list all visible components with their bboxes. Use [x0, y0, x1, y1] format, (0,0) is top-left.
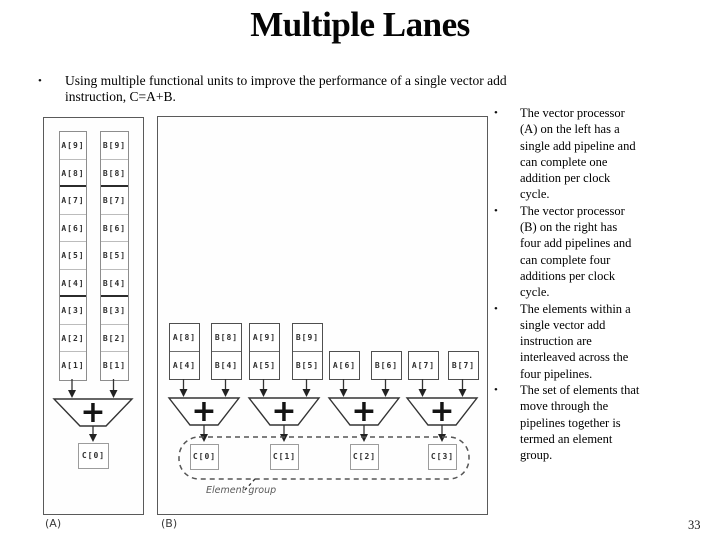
lane-column: A[9] A[5] [249, 323, 280, 380]
register-cell: A[4] [172, 360, 197, 370]
register-cell: B[7] [101, 187, 128, 215]
register-cell: A[8] [60, 160, 86, 187]
result-box: C[0] [78, 443, 109, 469]
adder-plumbing-a: + [52, 379, 134, 442]
register-cell: B[6] [101, 215, 128, 242]
register-cell: B[6] [374, 361, 399, 370]
lane-column: B[7] [448, 351, 479, 380]
register-cell: B[5] [295, 360, 320, 370]
slide-title: Multiple Lanes [250, 5, 470, 44]
bullet-text: The elements within a single vector add … [520, 301, 631, 381]
adder-trapezoid [167, 397, 241, 426]
main-bullet: • Using multiple functional units to imp… [38, 73, 648, 105]
bullet-text: The set of elements that move through th… [520, 383, 640, 463]
down-arrow [179, 379, 467, 397]
register-cell: B[5] [101, 242, 128, 270]
element-group-label: Element group [206, 485, 277, 496]
bullet-marker: • [494, 204, 498, 217]
panel-b-label: (B) [161, 517, 178, 530]
register-cell: B[8] [101, 160, 128, 187]
element-group-leader [243, 478, 256, 492]
right-bullet-list: • The vector processor (A) on the left h… [490, 105, 695, 464]
figure-panel-b: A[8] A[4] B[8] B[4] A[9] A[5] B[9] B[5] … [157, 116, 488, 515]
result-box: C[0] [190, 444, 219, 470]
element-group-outline [178, 436, 470, 480]
adder-trapezoid [52, 398, 134, 427]
result-box: C[2] [350, 444, 379, 470]
plus-sign: + [271, 394, 296, 429]
lane-column: B[8] B[4] [211, 323, 242, 380]
vector-register-column-b: B[9] B[8] B[7] B[6] B[5] B[4] B[3] B[2] … [100, 131, 129, 381]
result-box: C[1] [270, 444, 299, 470]
plus-sign: + [429, 394, 454, 429]
lane-column: B[6] [371, 351, 402, 380]
plus-sign: + [351, 394, 376, 429]
lane-column: B[9] B[5] [292, 323, 323, 380]
main-bullet-text: Using multiple functional units to impro… [65, 73, 507, 105]
register-cell: A[7] [411, 361, 436, 370]
register-cell: B[8] [212, 324, 241, 352]
register-cell: A[9] [60, 132, 86, 160]
register-cell: A[1] [61, 361, 85, 370]
register-cell: A[5] [252, 360, 277, 370]
plus-sign: + [80, 395, 105, 430]
lane-column: A[7] [408, 351, 439, 380]
register-cell: A[5] [60, 242, 86, 270]
adder-trapezoid [405, 397, 479, 426]
register-cell: A[9] [250, 324, 279, 352]
lane-column: A[6] [329, 351, 360, 380]
bullet-marker: • [38, 75, 42, 87]
figure-panel-a: A[9] A[8] A[7] A[6] A[5] A[4] A[3] A[2] … [43, 117, 144, 515]
register-cell: A[8] [170, 324, 199, 352]
panel-a-label: (A) [45, 517, 62, 530]
bullet-item: • The set of elements that move through … [490, 382, 695, 463]
down-arrow [89, 426, 97, 442]
down-arrow [68, 379, 76, 398]
register-cell: B[4] [214, 360, 239, 370]
register-cell: B[3] [101, 297, 128, 325]
register-cell: B[1] [102, 361, 127, 370]
register-cell: A[7] [60, 187, 86, 215]
bullet-item: • The elements within a single vector ad… [490, 301, 695, 382]
register-cell: A[6] [332, 361, 357, 370]
register-cell: B[7] [451, 361, 476, 370]
register-cell: A[2] [60, 325, 86, 352]
vector-register-column-a: A[9] A[8] A[7] A[6] A[5] A[4] A[3] A[2] … [59, 131, 87, 381]
bullet-text: The vector processor (B) on the right ha… [520, 203, 632, 300]
register-cell: A[4] [60, 270, 86, 297]
bullet-marker: • [494, 107, 498, 119]
register-cell: B[9] [101, 132, 128, 160]
down-arrow [200, 425, 446, 442]
lane-column: A[8] A[4] [169, 323, 200, 380]
down-arrow [109, 379, 118, 398]
plus-sign: + [191, 394, 216, 429]
bullet-item: • The vector processor (A) on the left h… [490, 105, 695, 203]
adder-plumbing-b: + + + + [167, 379, 479, 492]
bullet-item: • The vector processor (B) on the right … [490, 203, 695, 301]
adder-trapezoid [247, 397, 321, 426]
adder-trapezoid [327, 397, 401, 426]
register-cell: B[9] [293, 324, 322, 352]
bullet-marker: • [494, 302, 498, 315]
register-cell: B[4] [101, 270, 128, 297]
register-cell: A[3] [60, 297, 86, 325]
register-cell: A[6] [60, 215, 86, 242]
page-number: 33 [688, 518, 701, 532]
register-cell: B[2] [101, 325, 128, 352]
bullet-text: The vector processor (A) on the left has… [520, 106, 636, 202]
bullet-marker: • [494, 384, 498, 397]
result-box: C[3] [428, 444, 457, 470]
